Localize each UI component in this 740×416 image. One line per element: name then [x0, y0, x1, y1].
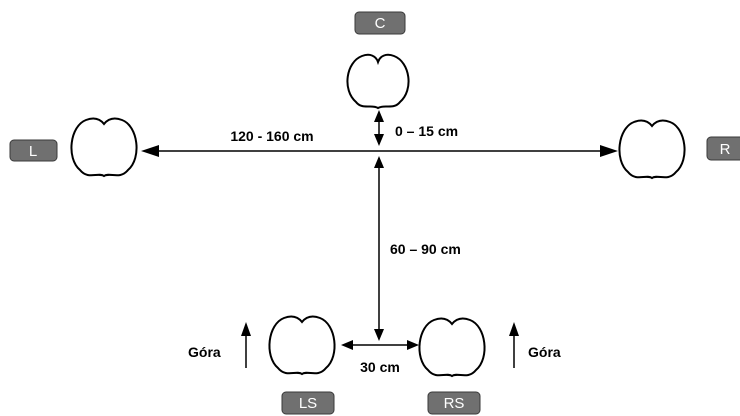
- direction-right: Góra: [509, 322, 561, 368]
- front-to-rear-label: 60 – 90 cm: [390, 241, 461, 257]
- rear-spacing-dimension: 30 cm: [341, 340, 419, 375]
- speaker-left-shape: [70, 117, 138, 178]
- front-to-rear-arrow-down: [374, 329, 384, 341]
- tag-left-surround-label: LS: [299, 395, 317, 412]
- speaker-left-surround: LS: [268, 315, 336, 415]
- direction-right-label: Góra: [528, 344, 561, 360]
- tag-left-label: L: [29, 143, 37, 160]
- center-offset-arrow-down: [374, 134, 384, 146]
- direction-left: Góra: [188, 322, 251, 368]
- speaker-right-surround: RS: [418, 317, 486, 415]
- center-offset-label: 0 – 15 cm: [395, 123, 458, 139]
- up-arrow-right-icon: [509, 322, 519, 336]
- tag-left-surround-box: [281, 391, 335, 415]
- center-offset-dimension: 0 – 15 cm: [374, 110, 458, 146]
- speaker-left: L: [9, 117, 138, 178]
- tag-center-label: C: [375, 15, 386, 32]
- speaker-center: C: [346, 11, 410, 110]
- arrowhead-right: [600, 145, 618, 157]
- rear-spacing-arrow-right: [407, 340, 419, 350]
- up-arrow-left-icon: [241, 322, 251, 336]
- tag-center-box: [354, 11, 406, 35]
- front-width-dimension: 120 - 160 cm: [141, 128, 618, 157]
- speaker-right-surround-shape: [418, 317, 486, 378]
- tag-right-label: R: [720, 141, 731, 158]
- rear-spacing-arrow-left: [341, 340, 353, 350]
- arrowhead-left: [141, 145, 159, 157]
- tag-right-box: [706, 136, 740, 161]
- speaker-left-surround-shape: [268, 315, 336, 376]
- speaker-right: R: [618, 119, 740, 180]
- front-width-label: 120 - 160 cm: [230, 128, 313, 144]
- rear-spacing-label: 30 cm: [360, 359, 400, 375]
- center-offset-arrow-up: [374, 110, 384, 122]
- speaker-right-shape: [618, 119, 686, 180]
- tag-right-surround-label: RS: [444, 395, 465, 412]
- speaker-center-shape: [346, 53, 410, 110]
- direction-left-label: Góra: [188, 344, 221, 360]
- front-to-rear-dimension: 60 – 90 cm: [374, 156, 461, 341]
- tag-right-surround-box: [427, 391, 481, 415]
- front-to-rear-arrow-up: [374, 156, 384, 168]
- tag-left-box: [9, 139, 58, 162]
